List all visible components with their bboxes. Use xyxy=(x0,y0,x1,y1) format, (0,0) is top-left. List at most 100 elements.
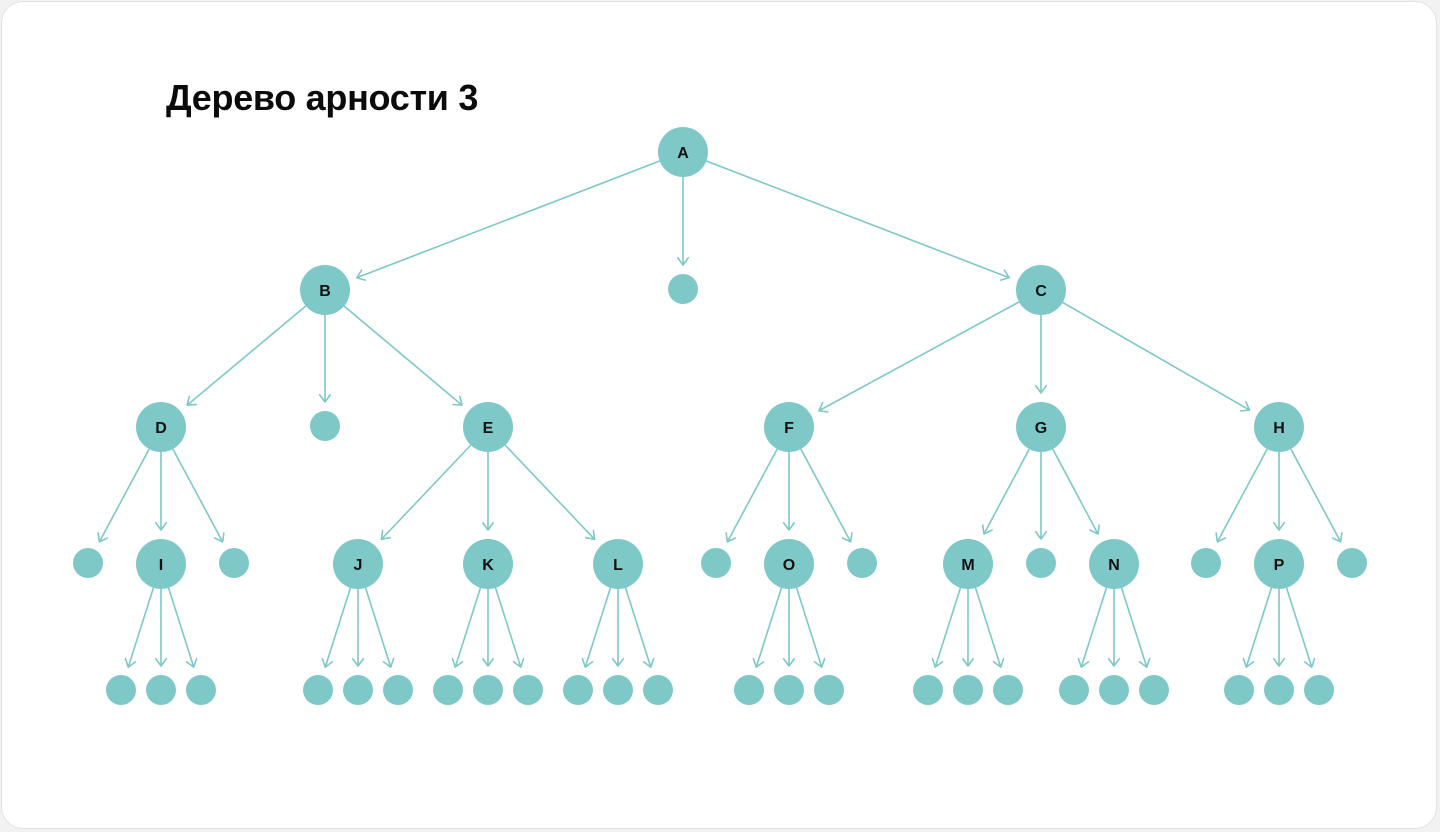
arrowhead-icon xyxy=(318,393,332,403)
arrowhead-icon xyxy=(124,657,137,668)
node-unlabeled xyxy=(303,675,333,705)
node-circle xyxy=(333,539,383,589)
node-circle xyxy=(186,675,216,705)
node-label: L xyxy=(613,557,623,574)
edge-N-N_3 xyxy=(1120,587,1151,668)
node-circle xyxy=(1089,539,1139,589)
node-circle xyxy=(300,265,350,315)
edge-P-P_3 xyxy=(1285,587,1316,668)
node-circle xyxy=(593,539,643,589)
arrowhead-icon xyxy=(1242,657,1255,668)
edge-F-O xyxy=(782,452,796,531)
node-unlabeled xyxy=(1337,548,1367,578)
edge-O-O_1 xyxy=(752,587,783,668)
node-circle xyxy=(953,675,983,705)
edge-K-K_3 xyxy=(494,587,525,668)
node-unlabeled xyxy=(643,675,673,705)
node-circle xyxy=(774,675,804,705)
edge-B-D xyxy=(186,305,307,407)
edge-G-M xyxy=(981,448,1030,535)
node-circle xyxy=(1026,548,1056,578)
node-circle xyxy=(106,675,136,705)
node-circle xyxy=(658,127,708,177)
node-label: B xyxy=(319,283,331,300)
arrowhead-icon xyxy=(1077,657,1090,668)
edge-line xyxy=(1062,301,1250,411)
arrowhead-icon xyxy=(752,657,765,668)
arrowhead-icon xyxy=(999,269,1011,281)
arrowhead-icon xyxy=(481,657,495,667)
edge-L-L_2 xyxy=(611,589,625,667)
edge-line xyxy=(1052,448,1099,535)
node-K: K xyxy=(463,539,513,589)
edge-line xyxy=(983,448,1030,535)
edge-line xyxy=(1120,587,1148,668)
node-unlabeled xyxy=(1099,675,1129,705)
edge-O-O_2 xyxy=(782,589,796,667)
edge-B-B_mid xyxy=(318,315,332,403)
edge-line xyxy=(167,587,195,668)
edge-C-H xyxy=(1062,301,1251,412)
node-unlabeled xyxy=(1224,675,1254,705)
edge-G-N xyxy=(1052,448,1101,535)
edge-J-J_3 xyxy=(364,587,395,668)
edge-F-F_r xyxy=(800,448,853,543)
node-unlabeled xyxy=(513,675,543,705)
edge-M-M_2 xyxy=(961,589,975,667)
edge-I-I_3 xyxy=(167,587,198,668)
node-label: M xyxy=(961,557,974,574)
node-circle xyxy=(1191,548,1221,578)
node-label: F xyxy=(784,420,794,437)
node-circle xyxy=(146,675,176,705)
node-circle xyxy=(1059,675,1089,705)
arrowhead-icon xyxy=(1034,530,1048,540)
edge-line xyxy=(1245,587,1273,668)
node-A: A xyxy=(658,127,708,177)
arrowhead-icon xyxy=(642,657,655,668)
edge-line xyxy=(98,448,150,543)
node-circle xyxy=(814,675,844,705)
arrowhead-icon xyxy=(782,657,796,667)
arrowhead-icon xyxy=(1272,521,1286,531)
edge-I-I_1 xyxy=(124,587,155,668)
node-label: N xyxy=(1108,557,1120,574)
node-unlabeled xyxy=(1264,675,1294,705)
edge-line xyxy=(755,587,783,668)
arrowhead-icon xyxy=(97,532,109,543)
node-unlabeled xyxy=(774,675,804,705)
node-unlabeled xyxy=(668,274,698,304)
node-unlabeled xyxy=(383,675,413,705)
node-circle xyxy=(1224,675,1254,705)
node-C: C xyxy=(1016,265,1066,315)
diagram-title: Дерево арности 3 xyxy=(166,77,479,118)
edge-line xyxy=(454,587,482,668)
edge-H-P xyxy=(1272,452,1286,531)
edge-line xyxy=(726,448,778,543)
node-I: I xyxy=(136,539,186,589)
node-circle xyxy=(1337,548,1367,578)
arrowhead-icon xyxy=(992,657,1005,668)
edge-B-E xyxy=(343,305,463,406)
arrowhead-icon xyxy=(481,521,495,531)
node-unlabeled xyxy=(1191,548,1221,578)
node-circle xyxy=(764,539,814,589)
edge-D-D_l xyxy=(97,448,150,543)
node-label: P xyxy=(1274,557,1285,574)
edge-line xyxy=(795,587,823,668)
edge-N-N_2 xyxy=(1107,589,1121,667)
node-label: E xyxy=(483,420,494,437)
node-circle xyxy=(701,548,731,578)
edge-M-M_1 xyxy=(931,587,962,668)
node-P: P xyxy=(1254,539,1304,589)
node-circle xyxy=(473,675,503,705)
node-unlabeled xyxy=(814,675,844,705)
arrowhead-icon xyxy=(213,532,225,543)
arrowhead-icon xyxy=(1215,532,1227,543)
edge-line xyxy=(800,448,852,543)
node-circle xyxy=(603,675,633,705)
edge-J-J_1 xyxy=(321,587,352,668)
node-circle xyxy=(463,539,513,589)
arrowhead-icon xyxy=(185,657,198,668)
node-unlabeled xyxy=(603,675,633,705)
